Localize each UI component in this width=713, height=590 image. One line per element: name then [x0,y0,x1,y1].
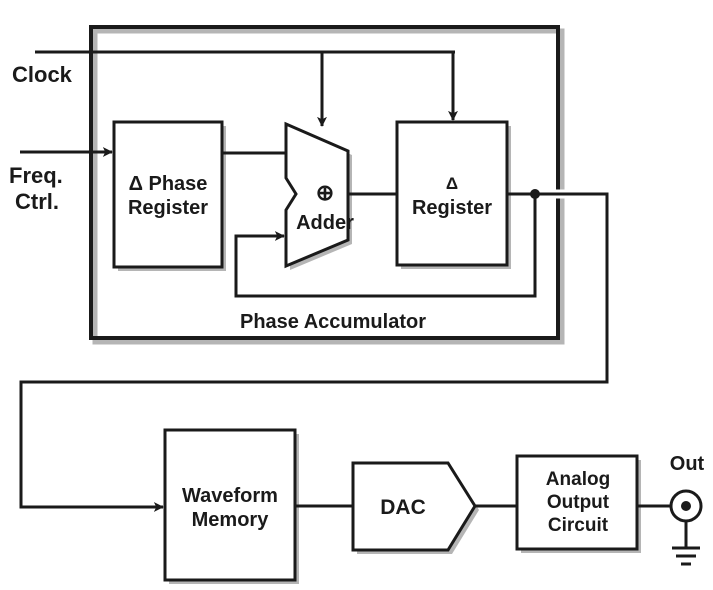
delta-register-label-line1: Δ [446,174,458,193]
accumulator-output-wire [19,189,609,512]
output-connector-icon [669,489,703,566]
waveform-memory-label-line2: Memory [192,509,270,531]
analog-output-label-line3: Circuit [548,515,609,536]
adder-symbol: ⊕ [316,180,334,205]
clock-wire [35,50,458,127]
analog-output-label-line1: Analog [546,469,610,490]
delta-phase-register-box [112,120,226,271]
dac-label: DAC [380,496,426,519]
adder-block [284,121,352,270]
freq-ctrl-label-line2: Ctrl. [15,189,59,214]
clock-label: Clock [12,62,73,87]
analog-output-circuit-box [515,454,641,553]
adder-label: Adder [296,212,354,234]
delta-phase-register-label-line2: Register [128,197,208,219]
delta-phase-register-label-line1: Δ Phase [129,173,208,195]
phase-accumulator-label: Phase Accumulator [240,311,426,333]
out-label: Out [670,453,705,475]
waveform-memory-label-line1: Waveform [182,485,278,507]
delta-register-label-line2: Register [412,197,492,219]
waveform-memory-box [163,428,299,584]
analog-output-label-line2: Output [547,492,610,513]
freq-ctrl-label-line1: Freq. [9,163,63,188]
dac-block [351,461,479,554]
delta-register-box [395,120,511,269]
phase-accumulator-frame [89,25,565,345]
